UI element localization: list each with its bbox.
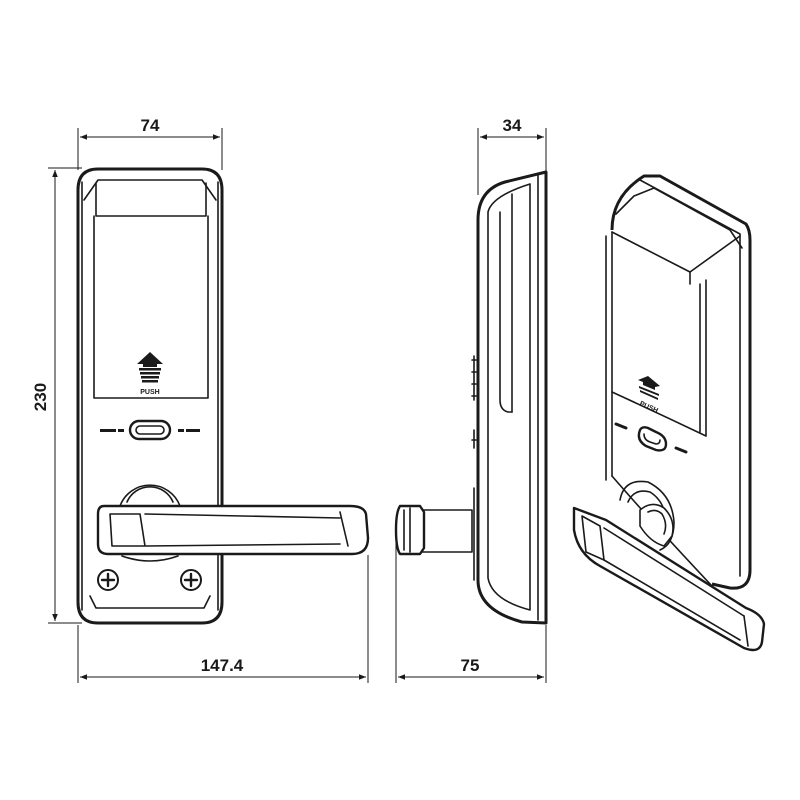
lever-handle-front (96, 504, 370, 562)
indicator-bar-left-1 (100, 429, 116, 432)
side-view (394, 170, 548, 625)
dim-label-74: 74 (141, 116, 160, 135)
dim-label-230: 230 (31, 383, 50, 411)
dimension-front-width: 74 (77, 116, 223, 170)
dim-label-34: 34 (503, 116, 522, 135)
indicator-bar-right-1 (178, 429, 184, 432)
lever-handle-perspective (572, 503, 766, 652)
dimension-side-depth: 75 (395, 520, 547, 683)
house-arrow-icon (638, 376, 660, 400)
push-label: PUSH (140, 389, 159, 396)
indicator-bar-left-2 (118, 429, 124, 432)
phillips-screw-icon (180, 569, 202, 591)
perspective-view: PUSH (572, 174, 766, 652)
house-arrow-icon (137, 352, 163, 383)
dimension-side-width: 34 (477, 116, 547, 195)
phillips-screw-icon (97, 569, 119, 591)
dim-label-75: 75 (461, 656, 480, 675)
dimension-front-height: 230 (31, 167, 82, 624)
front-view: PUSH (76, 167, 370, 625)
indicator-bar-right-2 (186, 429, 200, 432)
dimension-front-total-width: 147.4 (77, 555, 369, 683)
push-label-perspective: PUSH (638, 400, 659, 414)
sensor-slot-icon (637, 426, 668, 452)
dim-label-147-4: 147.4 (201, 656, 244, 675)
